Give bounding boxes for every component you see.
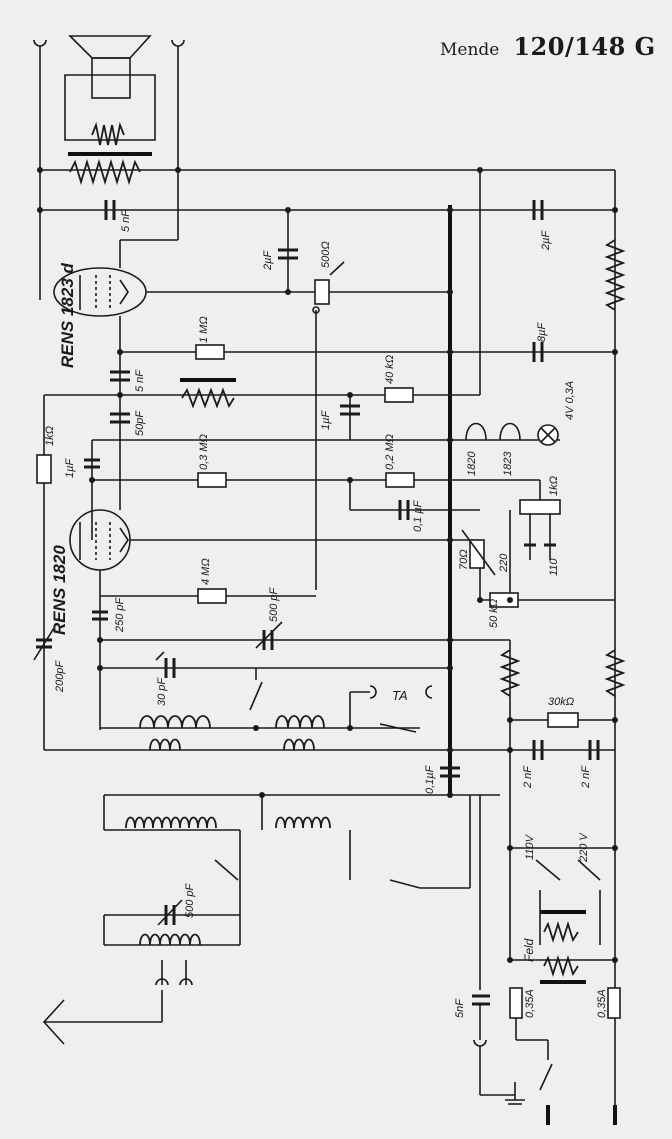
speaker-symbol xyxy=(64,35,156,186)
label-fil-1820: 1820 xyxy=(466,451,478,476)
tube-label-1823: RENS 1823 d xyxy=(58,263,77,368)
label-c-5nf-low: 5nF xyxy=(454,999,466,1018)
label-r-1k-b: 1kΩ xyxy=(548,476,560,496)
label-v220v: 220 V xyxy=(578,833,590,862)
label-v220: 220 xyxy=(498,553,510,572)
label-c-500pf-b: 500 pF xyxy=(184,883,196,918)
brand-name: Mende xyxy=(440,40,500,60)
label-fuse-b: 0,35A xyxy=(596,989,608,1018)
label-r-40k: 40 kΩ xyxy=(384,354,396,384)
label-r-1k: 1kΩ xyxy=(44,426,56,446)
label-r-4m: 4 MΩ xyxy=(200,558,212,585)
label-lamp: 4V 0,3A xyxy=(564,380,576,420)
label-c-50pf: 50pF xyxy=(134,410,146,436)
label-c-500pf-var: 500 pF xyxy=(268,587,280,622)
label-r-50k: 50 kΩ xyxy=(488,598,500,628)
label-c-2uf-a: 2µF xyxy=(262,250,274,270)
model-number: 120/148 G xyxy=(513,32,656,61)
label-r-30k: 30kΩ xyxy=(548,696,575,708)
label-r-03m: 0,3 MΩ xyxy=(198,434,210,470)
label-c-5nf-mid: 5 nF xyxy=(134,369,146,392)
label-c-8uf: 8µF xyxy=(536,322,548,342)
label-c-2nf-a: 2 nF xyxy=(522,765,534,788)
label-c-200pf: 200pF xyxy=(54,660,66,692)
label-c-30pf: 30 pF xyxy=(156,677,168,706)
label-c-01uf-b: 0,1µF xyxy=(424,765,436,794)
label-v110: 110 xyxy=(548,558,560,576)
label-c-01uf: 0,1 µF xyxy=(412,500,424,532)
label-feld: Feld xyxy=(522,938,536,962)
label-c-1uf-a: 1µF xyxy=(320,410,332,430)
page-title: Mende 120/148 G xyxy=(440,32,656,61)
label-ta: TA xyxy=(392,688,408,703)
label-fil-1823: 1823 xyxy=(502,451,514,476)
label-fuse-a: 0,35A xyxy=(524,989,536,1018)
label-v110v: 110V xyxy=(524,835,536,860)
label-c-250pf: 250 pF xyxy=(114,597,126,632)
label-r-02m: 0,2 MΩ xyxy=(384,434,396,470)
tube-label-1820: RENS 1820 xyxy=(50,545,69,635)
label-r-70: 70Ω xyxy=(458,549,470,570)
label-r-500: 500Ω xyxy=(320,241,332,268)
label-c-1uf-b: 1µF xyxy=(64,458,76,478)
label-c-2uf-b: 2µF xyxy=(540,230,552,250)
label-c-5nf-top: 5 nF xyxy=(120,209,132,232)
label-r-1m: 1 MΩ xyxy=(198,316,210,343)
label-c-2nf-b: 2 nF xyxy=(580,765,592,788)
